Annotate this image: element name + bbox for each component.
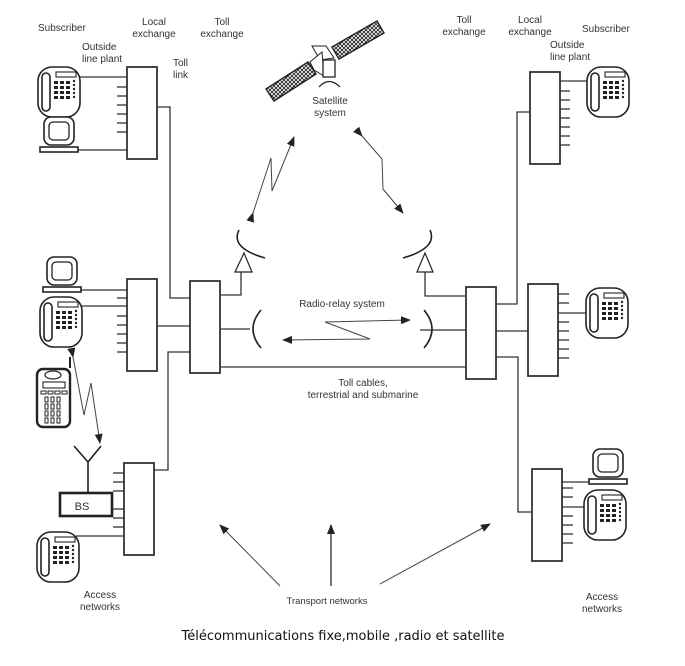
top-labels: Subscriber Local exchange Toll exchange … xyxy=(38,15,630,81)
transport-networks-label: Transport networks xyxy=(287,596,368,607)
left-outside-line-plant-label-1: Outside xyxy=(82,42,117,53)
right-local-exchange-bottom xyxy=(531,468,563,562)
transport-network-arrows xyxy=(219,523,491,587)
toll-cables-label-1: Toll cables, xyxy=(338,378,387,389)
toll-cables-label-2: terrestrial and submarine xyxy=(308,390,419,401)
right-toll-exchange xyxy=(465,286,497,380)
radio-link-arrow-icon xyxy=(67,347,103,444)
left-toll-exchange-label-2: exchange xyxy=(200,29,244,40)
base-station-label: BS xyxy=(75,501,90,513)
telephone-icon xyxy=(37,66,81,118)
right-access-networks-label-2: networks xyxy=(582,604,622,615)
right-local-exchange-label-2: exchange xyxy=(508,27,552,38)
left-toll-exchange xyxy=(189,280,221,374)
left-access-networks-label-1: Access xyxy=(84,590,116,601)
toll-link-label-1: Toll xyxy=(173,58,188,69)
mobile-phone-icon xyxy=(35,357,72,429)
right-outside-line-plant-label-2: line plant xyxy=(550,52,590,63)
radio-link-arrow-icon xyxy=(246,126,404,223)
telephone-icon xyxy=(586,66,630,118)
telephone-icon xyxy=(585,287,629,339)
telephone-icon xyxy=(39,296,83,348)
left-access-networks-label-2: networks xyxy=(80,602,120,613)
computer-terminal-icon xyxy=(39,116,79,153)
right-subscriber-label: Subscriber xyxy=(582,24,630,35)
right-toll-exchange-label-2: exchange xyxy=(442,27,486,38)
left-local-exchange-bottom xyxy=(123,462,155,556)
satellite-system-label-1: Satellite xyxy=(312,96,348,107)
left-local-exchange-top xyxy=(126,66,158,160)
dish-antenna-icon xyxy=(423,309,433,349)
dish-antenna-icon xyxy=(219,229,266,296)
right-outside-line-plant-label-1: Outside xyxy=(550,40,585,51)
right-access-networks-label-1: Access xyxy=(586,592,618,603)
radio-relay-system-label: Radio-relay system xyxy=(299,299,385,310)
computer-terminal-icon xyxy=(42,256,82,293)
right-local-exchange-middle xyxy=(527,283,559,377)
telephone-icon xyxy=(583,489,627,541)
satellite-system-label-2: system xyxy=(314,108,346,119)
base-station-antenna-icon xyxy=(73,445,102,493)
dish-antenna-icon xyxy=(402,229,465,297)
left-subscriber-label: Subscriber xyxy=(38,23,86,34)
left-local-exchange-label-1: Local xyxy=(142,17,166,28)
satellite-icon xyxy=(265,20,385,102)
left-toll-exchange-label-1: Toll xyxy=(214,17,229,28)
dish-antenna-icon xyxy=(252,309,262,349)
left-local-exchange-label-2: exchange xyxy=(132,29,176,40)
transport-arrow-left xyxy=(219,524,281,587)
right-toll-exchange-label-1: Toll xyxy=(456,15,471,26)
radio-link-arrow-icon xyxy=(282,321,371,344)
left-local-exchange-middle xyxy=(126,278,158,372)
right-local-exchange-top xyxy=(529,71,561,165)
telephone-icon xyxy=(36,531,80,583)
transport-arrow-right xyxy=(379,523,491,585)
left-outside-line-plant-label-2: line plant xyxy=(82,54,122,65)
caption: Télécommunications fixe,mobile ,radio et… xyxy=(180,629,504,644)
computer-terminal-icon xyxy=(588,448,628,485)
toll-link-label-2: link xyxy=(173,70,189,81)
base-station-box xyxy=(58,491,114,518)
right-local-exchange-label-1: Local xyxy=(518,15,542,26)
